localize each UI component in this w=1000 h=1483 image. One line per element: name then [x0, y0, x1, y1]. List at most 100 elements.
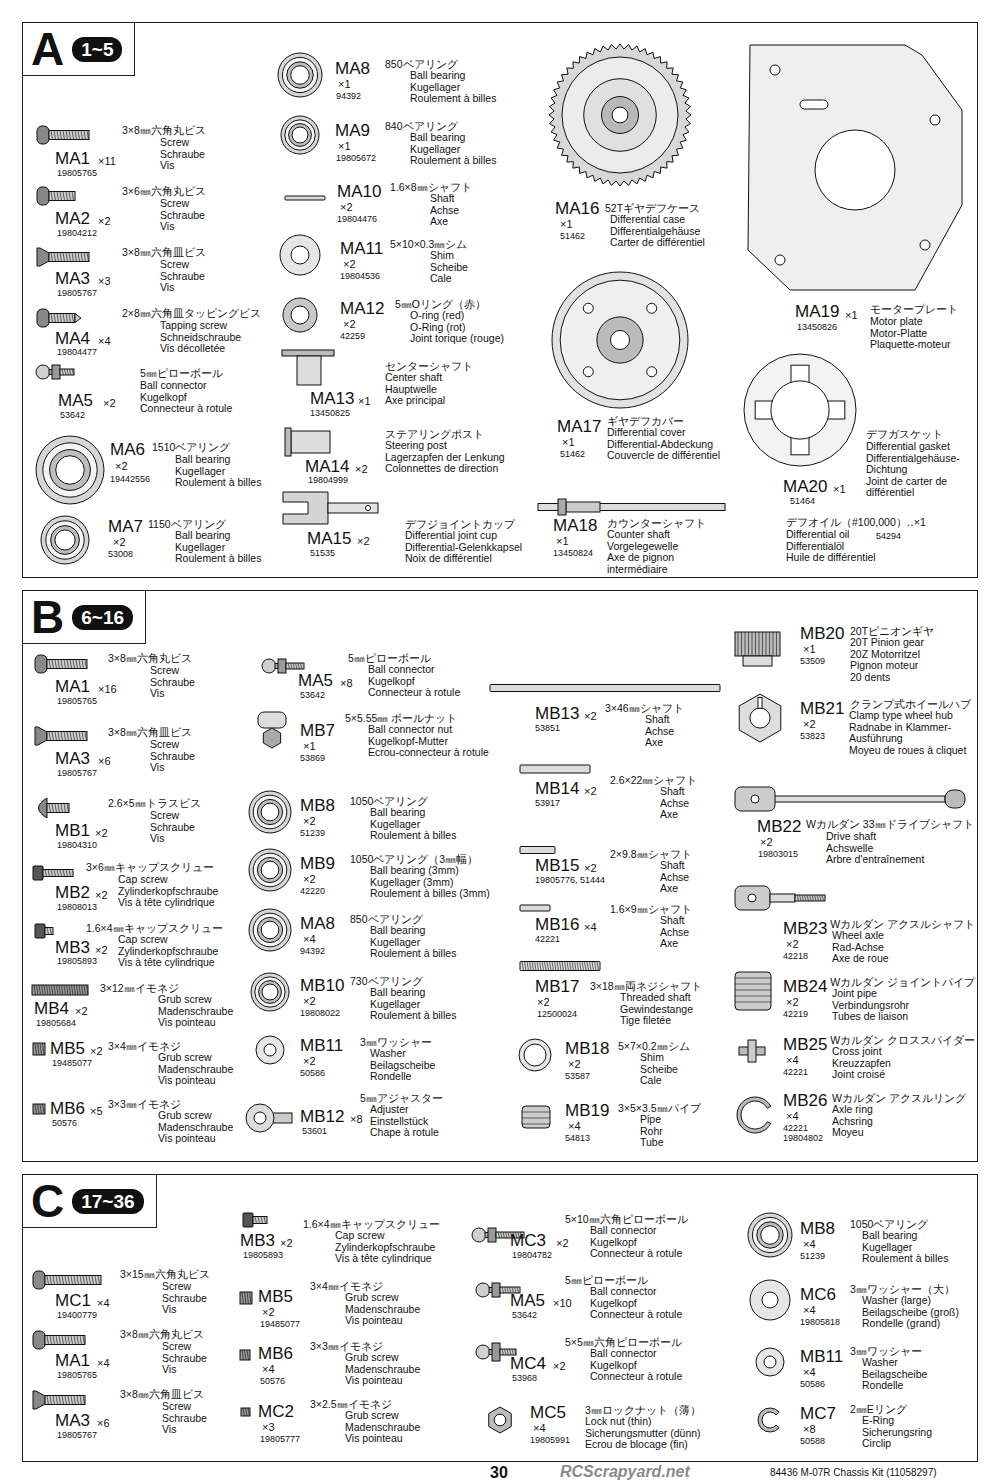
part-name-translation: Schraube	[162, 1413, 207, 1425]
label-group: E-RingSicherungsringCirclip	[862, 1415, 932, 1450]
label-group: MA17	[557, 418, 601, 435]
quantity: ×4	[303, 933, 316, 945]
label-group: Differential joint cupDifferential-Gelen…	[405, 530, 522, 565]
part-name-translation: Connecteur à rotule	[590, 1371, 682, 1383]
label-group: デフガスケット	[866, 428, 943, 441]
part-name-translation: Joint torique (rouge)	[410, 333, 504, 345]
part-name: 3×46㎜シャフト	[605, 702, 684, 715]
label-group: 19804999	[308, 475, 348, 485]
quantity: ×2	[280, 1237, 293, 1249]
label-group: ×2	[115, 460, 128, 472]
label-group: MB22	[757, 818, 801, 835]
part-code: MB12	[300, 1108, 344, 1125]
part-name-translation: Kugelkopf	[140, 392, 232, 404]
part-name-translation: Kugellager	[370, 999, 456, 1011]
part-name-translation: Differentialgehäuse-Dichtung	[866, 453, 974, 476]
label-group: Ball connector nutKugelkopf-MutterEcrou-…	[368, 724, 489, 759]
quantity: ×1	[833, 483, 846, 495]
part-number: 53642	[512, 1310, 537, 1320]
part-name-translation: Differential-Gelenkkapsel	[405, 542, 522, 554]
label-group: 2×8㎜六角皿タッピングビス	[122, 307, 261, 320]
part-name-translation: Vis	[150, 833, 195, 845]
label-group: ×2	[303, 1055, 316, 1067]
part-name-translation: Counter shaft	[607, 529, 692, 541]
part-name: 3×8㎜六角丸ビス	[108, 652, 192, 665]
label-group: PipeRohrTube	[640, 1114, 664, 1149]
part-code: MC4	[510, 1355, 546, 1372]
label-group: 53642	[60, 410, 85, 420]
screw-icon	[35, 924, 53, 938]
part-code: MC2	[258, 1403, 294, 1420]
label-group: MC3	[510, 1232, 546, 1249]
label-group: MA12	[340, 300, 384, 317]
label-group: MB9	[300, 855, 335, 872]
quantity: ×4	[803, 1366, 816, 1378]
quantity: ×8	[350, 1113, 363, 1125]
part-name-translation: Kugellager	[370, 819, 456, 831]
part-name: 3×6㎜六角丸ビス	[122, 185, 206, 198]
label-group: ×4	[803, 1238, 816, 1250]
quantity: ×16	[98, 683, 117, 695]
quantity: ×2	[786, 938, 799, 950]
label-group: ×2	[537, 996, 550, 1008]
part-code: MA16	[555, 200, 599, 217]
label-group: 51239	[300, 828, 325, 838]
part-name-translation: Schraube	[160, 210, 205, 222]
part-code: MA18	[553, 517, 597, 534]
label-group: 50586	[800, 1379, 825, 1389]
part-number: 51464	[790, 496, 815, 506]
label-group: MB5	[50, 1040, 85, 1057]
part-code: MA7	[108, 518, 143, 535]
part-code: MA15	[307, 530, 351, 547]
part-name-translation: Vis pointeau	[345, 1433, 420, 1445]
label-group: ×2	[103, 397, 116, 409]
steering-post-icon	[285, 428, 330, 456]
label-group: Ball bearingKugellagerRoulement à billes	[175, 530, 261, 565]
part-number: 50586	[300, 1068, 325, 1078]
part-name-translation: Pignon moteur	[850, 660, 924, 672]
label-group: Differential caseDifferentialgehäuseCart…	[610, 214, 705, 249]
label-group: Grub screwMadenschraubeVis pointeau	[158, 1110, 233, 1145]
part-name-translation: Schraube	[162, 1353, 207, 1365]
part-name-translation: Roulement à billes	[175, 553, 261, 565]
label-group: 42259	[340, 331, 365, 341]
wheel-hub-icon	[739, 694, 781, 742]
label-group: 2.6×5㎜トラスビス	[108, 797, 201, 810]
quantity: ×2	[98, 215, 111, 227]
label-group: ×2	[280, 1237, 293, 1249]
label-group: MC7	[800, 1405, 836, 1422]
label-group: 19485077	[52, 1058, 92, 1068]
part-name-translation: Ball bearing	[370, 925, 456, 937]
quantity: ×4	[97, 1297, 110, 1309]
part-name-translation: Grub screw	[345, 1410, 420, 1422]
part-name-translation: Washer (large)	[862, 1295, 959, 1307]
part-name: 3×8㎜六角皿ビス	[120, 1388, 204, 1401]
label-group: MB20	[800, 625, 844, 642]
label-group: Cap screwZylinderkopfschraubeVis à tête …	[118, 874, 218, 909]
part-name: 3×8㎜六角皿ビス	[122, 246, 206, 259]
label-group: ×2	[343, 318, 356, 330]
e-ring-icon	[758, 1408, 779, 1432]
label-group: ×2	[568, 1058, 581, 1070]
grub-screw-icon	[241, 1408, 250, 1416]
part-name-translation: Axe de pignon intermédiaire	[607, 552, 692, 575]
grub-screw-icon	[240, 1350, 250, 1360]
part-number: 19400779	[57, 1310, 97, 1320]
label-group: MB13	[535, 705, 579, 722]
label-group: ScrewSchraubeVis	[150, 665, 195, 700]
bearing-icon	[249, 791, 291, 833]
part-code: MB23	[783, 920, 827, 937]
label-group: ×1	[845, 309, 858, 321]
label-group: MB2	[55, 884, 90, 901]
quantity: ×2	[303, 873, 316, 885]
label-group: 19805777	[260, 1434, 300, 1444]
part-name-translation: Tube	[640, 1137, 664, 1149]
part-name-translation: Beilagscheibe	[370, 1060, 435, 1072]
part-number: 51239	[800, 1251, 825, 1261]
part-code: MB6	[258, 1345, 293, 1362]
part-code: MB20	[800, 625, 844, 642]
label-group: ×2	[343, 258, 356, 270]
quantity: ×2	[115, 460, 128, 472]
label-group: MA3	[55, 750, 90, 767]
label-group: ×4	[568, 1120, 581, 1132]
